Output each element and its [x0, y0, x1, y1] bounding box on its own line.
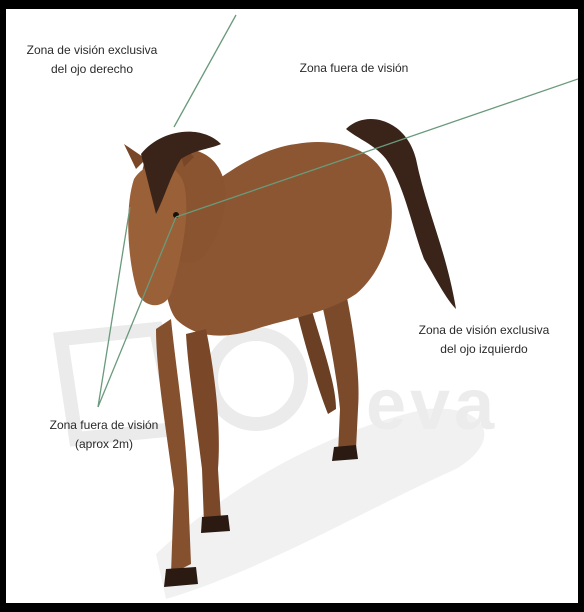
label-right-eye-exclusive: Zona de visión exclusiva del ojo derecho: [12, 41, 172, 79]
label-left-eye-line2: del ojo izquierdo: [404, 340, 564, 359]
horse-hoof: [164, 567, 198, 587]
label-out-of-vision-front-line1: Zona fuera de visión: [34, 416, 174, 435]
horse-hoof: [332, 445, 358, 461]
label-right-eye-line1: Zona de visión exclusiva: [12, 41, 172, 60]
label-out-of-vision-front: Zona fuera de visión (aprox 2m): [34, 416, 174, 454]
label-out-of-vision-front-line2: (aprox 2m): [34, 435, 174, 454]
label-left-eye-exclusive: Zona de visión exclusiva del ojo izquier…: [404, 321, 564, 359]
sight-line-right-lower: [98, 207, 130, 407]
label-right-eye-line2: del ojo derecho: [12, 60, 172, 79]
sight-line-right-upper: [174, 15, 236, 127]
watermark-text: eva: [366, 365, 498, 445]
label-out-of-vision-top-text: Zona fuera de visión: [284, 59, 424, 78]
label-out-of-vision-top: Zona fuera de visión: [284, 59, 424, 78]
horse-hoof: [201, 515, 230, 533]
horse-vision-diagram: eva: [6, 9, 578, 603]
label-left-eye-line1: Zona de visión exclusiva: [404, 321, 564, 340]
